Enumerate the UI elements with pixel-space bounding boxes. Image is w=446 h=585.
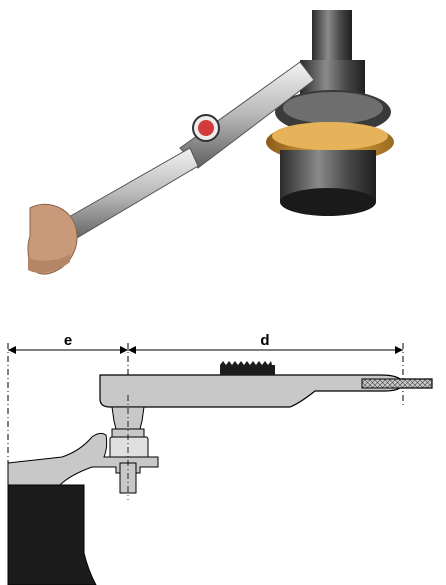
chuck-bottom: [280, 188, 376, 216]
orange-ring-top: [272, 122, 388, 150]
arrow-d-right: [395, 346, 403, 354]
ratchet-knob-teeth: [220, 361, 272, 365]
ratchet-knob: [220, 365, 275, 375]
wrench-body: [99, 374, 433, 408]
label-d: d: [260, 332, 269, 349]
hand-fingers: [28, 254, 70, 273]
machine-base: [7, 484, 97, 585]
arrow-d-left: [128, 346, 136, 354]
wrench-grip: [361, 378, 433, 389]
arrow-e-left: [8, 346, 16, 354]
arrow-e-right: [120, 346, 128, 354]
technical-diagram: e d: [7, 332, 433, 585]
torque-wrench-photo: [27, 10, 394, 275]
gauge-face: [198, 120, 214, 136]
spindle-flange-top: [283, 92, 383, 124]
label-e: e: [64, 332, 72, 349]
wrench-handle: [59, 147, 199, 243]
